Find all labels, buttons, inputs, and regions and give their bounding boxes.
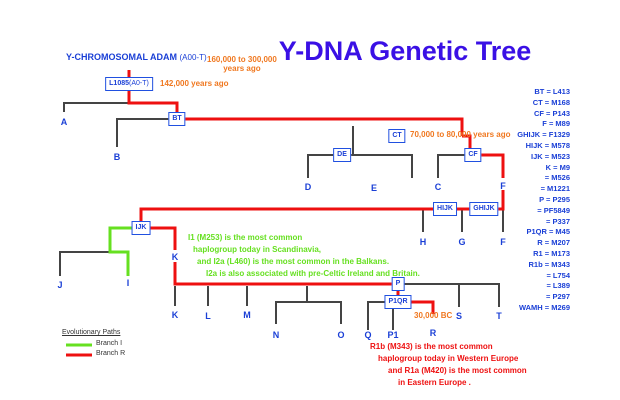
leaf-f2: F: [500, 237, 506, 247]
note-branch-r: R1b (M343) is the most common haplogroup…: [370, 342, 527, 387]
leaf-f: F: [500, 181, 506, 191]
branch-d: [307, 154, 413, 178]
branch-c: [437, 154, 470, 178]
node-p1qr[interactable]: P1QR: [384, 295, 412, 309]
branch-j: [59, 251, 110, 276]
node-ct[interactable]: CT: [388, 129, 406, 143]
path-r-ijk: [141, 226, 177, 250]
legend-swatches: [66, 343, 92, 357]
leaf-i: I: [126, 278, 130, 288]
branch-a: [63, 102, 129, 112]
node-de[interactable]: DE: [333, 148, 351, 162]
branch-n: [275, 301, 342, 324]
ct-age: 70,000 to 80,000 years ago: [410, 130, 511, 139]
leaf-m: M: [243, 310, 251, 320]
node-p[interactable]: P: [391, 277, 405, 291]
node-bt[interactable]: BT: [168, 112, 186, 126]
legend-title: Evolutionary Paths: [62, 329, 121, 336]
node-l1085[interactable]: L1085(A0-T): [105, 77, 153, 91]
leaf-a: A: [60, 117, 68, 127]
path-r-root: [127, 70, 464, 136]
path-r-f: [139, 190, 505, 228]
root-label: Y-CHROMOSOMAL ADAM (A00-T): [66, 52, 207, 62]
leaf-p1: P1: [387, 330, 399, 340]
leaf-b: B: [113, 152, 121, 162]
node-ghijk[interactable]: GHIJK: [469, 202, 499, 216]
leaf-q: Q: [364, 330, 372, 340]
branch-b: [116, 118, 172, 147]
legend-item-branch-i: Branch I: [96, 340, 123, 347]
leaf-c: C: [434, 182, 442, 192]
leaf-k: K: [171, 252, 179, 262]
note-branch-i: I1 (M253) is the most common haplogroup …: [188, 233, 420, 278]
leaf-o: O: [337, 330, 345, 340]
legend-item-branch-r: Branch R: [96, 350, 126, 357]
leaf-s: S: [455, 311, 463, 321]
branch-pst: [404, 283, 500, 307]
l1085-age: 142,000 years ago: [160, 79, 229, 88]
branch-de: [352, 126, 383, 156]
r-age: 30,000 BC: [414, 311, 453, 320]
leaf-k2: K: [171, 310, 179, 320]
path-i: [108, 226, 133, 276]
leaf-e: E: [370, 183, 378, 193]
leaf-d: D: [304, 182, 312, 192]
page-title: Y-DNA Genetic Tree: [278, 36, 532, 66]
leaf-r: R: [429, 328, 437, 338]
leaf-l: L: [205, 311, 211, 321]
node-hijk[interactable]: HIJK: [433, 202, 457, 216]
leaf-t: T: [496, 311, 502, 321]
leaf-h: H: [419, 237, 427, 247]
node-ijk[interactable]: IJK: [131, 221, 151, 235]
node-cf[interactable]: CF: [464, 148, 482, 162]
leaf-j: J: [57, 280, 63, 290]
branch-q: [367, 301, 388, 330]
path-r-k: [173, 262, 400, 302]
leaf-g: G: [458, 237, 466, 247]
snp-legend: BT = L413 CT = M168 CF = P143 F = M89 GH…: [517, 87, 570, 312]
leaf-n: N: [272, 330, 280, 340]
